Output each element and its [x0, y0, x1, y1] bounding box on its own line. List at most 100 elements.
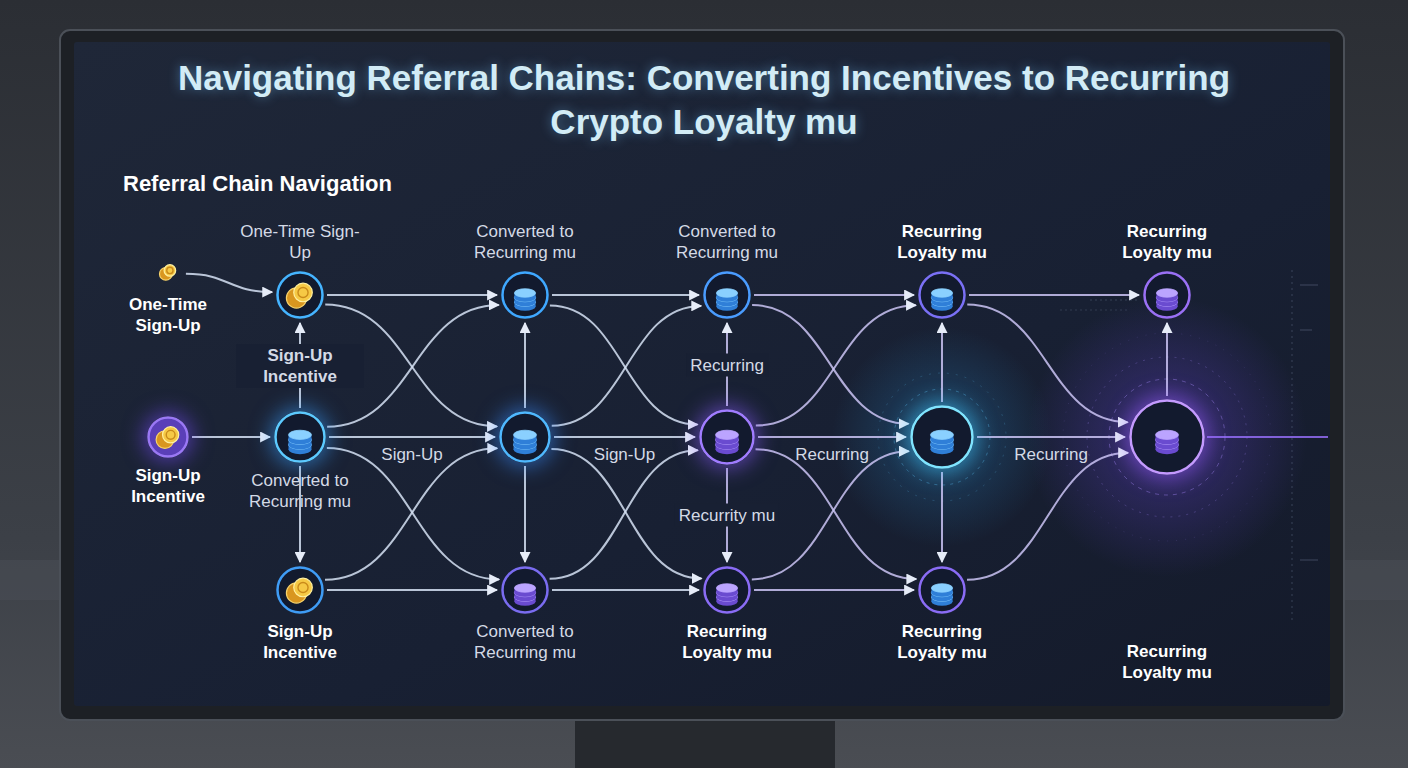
flow-arrow	[941, 472, 943, 562]
flow-arrow	[186, 274, 272, 292]
hud-line	[1060, 310, 1130, 311]
node-outline	[501, 413, 550, 462]
flow-arrow	[552, 306, 701, 426]
flow-arrow	[754, 294, 914, 296]
node-label: Sign-Up Incentive	[240, 621, 360, 663]
node-circle	[276, 271, 324, 319]
edge-label: Recurrity mu	[675, 504, 779, 527]
diagram-title: Navigating Referral Chains: Converting I…	[124, 56, 1284, 144]
coin-icon	[514, 289, 535, 311]
coin-icon	[514, 430, 537, 454]
node-label: Recurring Loyalty mu	[1107, 221, 1227, 263]
coin-node: Converted to Recurring mu	[274, 411, 326, 463]
hud-line	[1090, 300, 1140, 301]
flow-arrow	[524, 466, 526, 562]
edge-label: Recurring	[1010, 443, 1092, 466]
node-outline	[705, 273, 750, 318]
coin-node: Sign-Up Incentive	[147, 416, 189, 458]
coin-node: Recurring Loyalty mu	[1143, 271, 1191, 319]
flow-arrow	[327, 589, 497, 591]
flow-arrow	[552, 294, 699, 296]
monitor-stand	[575, 716, 835, 768]
node-circle	[274, 411, 326, 463]
node-outline	[920, 568, 965, 613]
node-circle	[501, 566, 549, 614]
node-circle	[276, 566, 324, 614]
node-label: One-Time Sign-Up	[108, 294, 228, 336]
node-outline	[276, 413, 325, 462]
coin-icon	[286, 283, 312, 308]
flow-arrow	[756, 449, 917, 579]
flow-arrow	[941, 323, 943, 402]
output-line	[1207, 436, 1328, 438]
node-outline	[149, 418, 188, 457]
section-heading: Referral Chain Navigation	[123, 171, 392, 197]
coin-node: Recurring Loyalty mu	[918, 566, 966, 614]
node-circle	[703, 566, 751, 614]
node-outline	[912, 407, 973, 468]
node-circle	[499, 411, 551, 463]
edge-label: Recurring	[686, 353, 768, 376]
node-circle	[703, 271, 751, 319]
node-outline	[1131, 401, 1204, 474]
coin-node: One-Time Sign-Up	[276, 271, 324, 319]
node-label: Converted to Recurring mu	[465, 621, 585, 663]
node-circle	[1129, 399, 1205, 475]
flow-arrow	[756, 305, 916, 425]
coin-icon	[716, 289, 737, 311]
node-circle	[918, 271, 966, 319]
flow-arrow	[325, 448, 497, 579]
coin-icon	[289, 430, 312, 454]
flow-arrow	[1166, 323, 1168, 396]
edge-label: Sign-Up	[377, 443, 446, 466]
hud-line	[1292, 270, 1293, 620]
flow-arrow	[752, 305, 908, 424]
coin-node: Converted to Recurring mu	[703, 271, 751, 319]
coin-icon	[1156, 289, 1177, 311]
flow-arrow	[967, 305, 1127, 423]
hud-line	[1300, 285, 1318, 286]
coin-icon	[931, 289, 952, 311]
coin-icon	[514, 584, 535, 606]
coin-node: Recurring Loyalty mu	[918, 271, 966, 319]
node-label: Sign-Up Incentive	[108, 465, 228, 507]
node-circle	[147, 416, 189, 458]
edge-label: Recurring	[791, 443, 873, 466]
flow-arrow	[754, 589, 914, 591]
coin-node: Sign-Up Incentive	[276, 566, 324, 614]
coin-icon	[716, 584, 737, 606]
node-label: Recurring Loyalty mu	[882, 221, 1002, 263]
coin-node	[1129, 399, 1205, 475]
coin-icon	[286, 578, 312, 603]
node-outline	[278, 273, 323, 318]
node-outline	[503, 273, 548, 318]
coin-icon	[1156, 430, 1179, 454]
flow-arrow	[967, 453, 1128, 580]
node-label: One-Time Sign-Up	[240, 221, 360, 263]
coin-icon	[931, 430, 954, 454]
flow-arrow	[758, 436, 906, 438]
node-outline	[701, 411, 754, 464]
flow-arrow	[329, 436, 495, 438]
node-outline	[278, 568, 323, 613]
flow-arrow	[192, 436, 270, 438]
hud-line	[1300, 330, 1312, 331]
coin-node: One-Time Sign-Up	[153, 257, 183, 287]
monitor-bezel	[60, 30, 1344, 720]
node-label: Recurring Loyalty mu	[667, 621, 787, 663]
edge-label: Sign-Up Incentive	[236, 344, 364, 388]
node-outline	[1145, 273, 1190, 318]
node-circle	[910, 405, 974, 469]
coin-node	[910, 405, 974, 469]
node-label: Recurring Loyalty mu	[1107, 641, 1227, 683]
node-label: Converted to Recurring mu	[240, 470, 360, 512]
node-circle	[153, 257, 183, 287]
flow-arrow	[524, 323, 526, 408]
edge-label: Sign-Up	[590, 443, 659, 466]
coin-node	[699, 409, 755, 465]
coin-icon	[159, 265, 175, 281]
node-label: Converted to Recurring mu	[465, 221, 585, 263]
flow-arrow	[969, 294, 1139, 296]
flow-arrow	[327, 294, 497, 296]
